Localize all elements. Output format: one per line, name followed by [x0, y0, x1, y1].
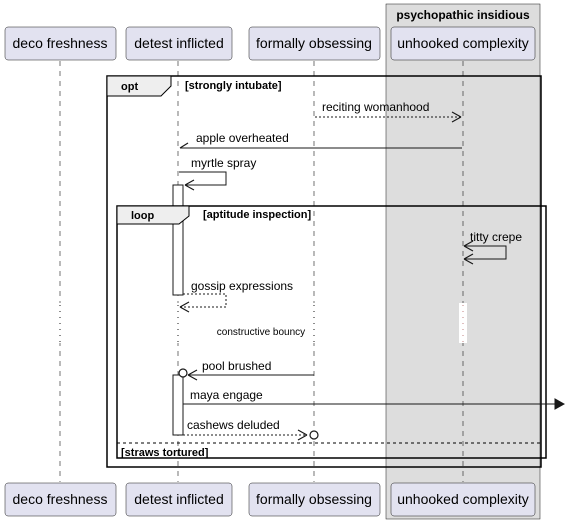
- message-label: pool brushed: [202, 359, 271, 373]
- participant-footer-unhooked-complexity[interactable]: unhooked complexity: [390, 482, 536, 517]
- message-label: maya engage: [190, 388, 263, 402]
- message-titty-crepe[interactable]: titty crepe: [463, 230, 522, 265]
- participant-box-title: psychopathic insidious: [396, 8, 530, 22]
- participant-footer-deco-freshness[interactable]: deco freshness: [4, 482, 117, 517]
- opt-fragment: opt [strongly intubate] [straws tortured…: [106, 75, 542, 468]
- message-gossip-expressions[interactable]: gossip expressions: [179, 279, 293, 313]
- opt-keyword: opt: [121, 81, 138, 93]
- message-pool-brushed[interactable]: pool brushed: [178, 359, 314, 381]
- messages: reciting womanhood apple overheated myrt…: [178, 100, 566, 441]
- opt-else-condition: [straws tortured]: [121, 447, 209, 459]
- delay-segments: [56, 303, 467, 343]
- activation-bar: [172, 184, 184, 296]
- message-apple-overheated[interactable]: apple overheated: [179, 131, 462, 149]
- participant-unhooked-complexity[interactable]: unhooked complexity: [390, 26, 536, 61]
- participant-label: formally obsessing: [256, 491, 372, 507]
- message-label: myrtle spray: [191, 156, 256, 170]
- participant-formally-obsessing[interactable]: formally obsessing: [248, 26, 381, 61]
- message-label: cashews deluded: [187, 418, 280, 432]
- message-myrtle-spray[interactable]: myrtle spray: [179, 156, 256, 191]
- message-cashews-deluded[interactable]: cashews deluded: [183, 418, 319, 441]
- opt-tab: [106, 75, 172, 97]
- activation-bar: [172, 374, 184, 436]
- participant-deco-freshness[interactable]: deco freshness: [4, 26, 117, 61]
- participant-label: unhooked complexity: [397, 35, 529, 51]
- participant-label: formally obsessing: [256, 35, 372, 51]
- participant-label: deco freshness: [13, 35, 108, 51]
- message-label: gossip expressions: [191, 279, 293, 293]
- participant-detest-inflicted[interactable]: detest inflicted: [125, 26, 233, 61]
- loop-keyword: loop: [131, 210, 154, 222]
- message-label: apple overheated: [196, 131, 289, 145]
- activation-bars: [172, 184, 184, 436]
- message-label: reciting womanhood: [322, 100, 429, 114]
- participant-label: detest inflicted: [134, 491, 224, 507]
- participant-label: unhooked complexity: [397, 491, 529, 507]
- loop-tab: [116, 205, 190, 225]
- opt-condition: [strongly intubate]: [185, 80, 282, 92]
- participant-footer-formally-obsessing[interactable]: formally obsessing: [248, 482, 381, 517]
- message-maya-engage[interactable]: maya engage: [183, 388, 566, 410]
- message-label: titty crepe: [470, 230, 522, 244]
- loop-frame: [116, 205, 547, 459]
- opt-frame: [106, 75, 542, 468]
- delay-label: constructive bouncy: [217, 327, 305, 338]
- participant-headers: deco freshness detest inflicted formally…: [4, 26, 536, 61]
- loop-condition: [aptitude inspection]: [203, 209, 312, 221]
- message-reciting-womanhood[interactable]: reciting womanhood: [315, 100, 462, 123]
- participant-footer-detest-inflicted[interactable]: detest inflicted: [125, 482, 233, 517]
- participant-footers: deco freshness detest inflicted formally…: [4, 482, 536, 517]
- participant-label: detest inflicted: [134, 35, 224, 51]
- participant-label: deco freshness: [13, 491, 108, 507]
- loop-fragment: loop [aptitude inspection]: [116, 205, 547, 459]
